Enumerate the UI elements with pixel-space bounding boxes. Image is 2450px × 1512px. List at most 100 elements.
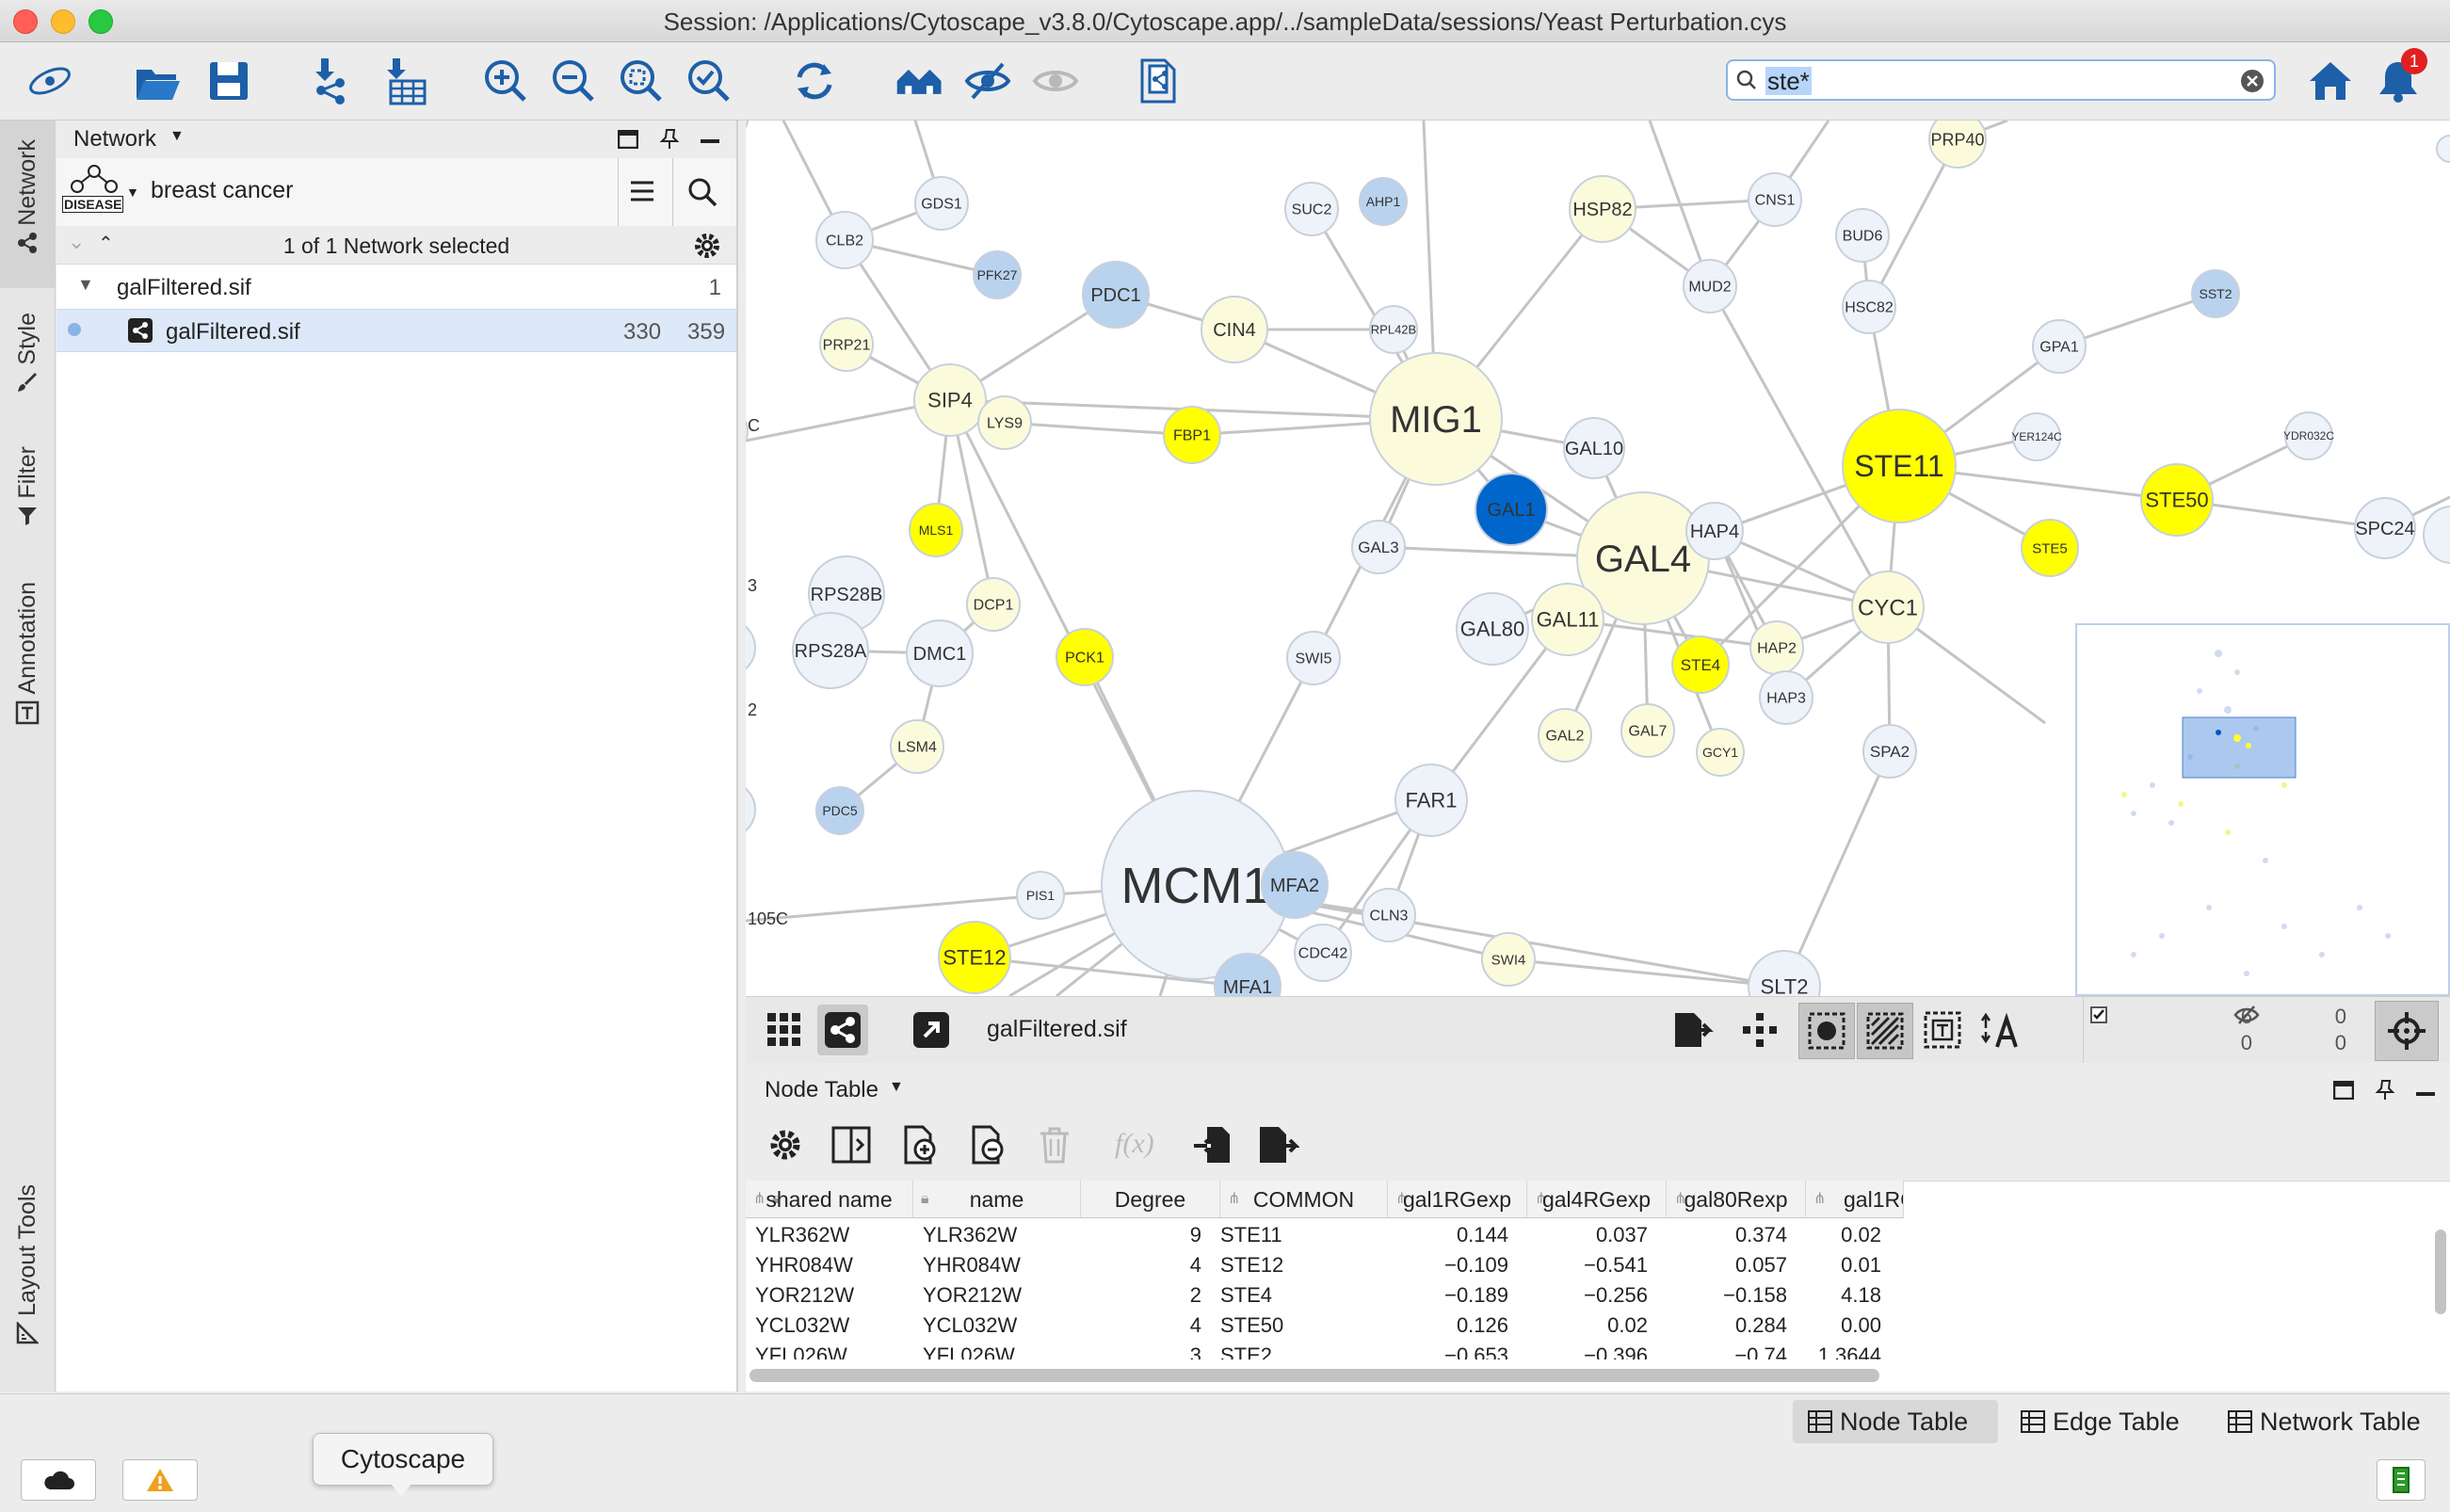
edge-offscreen-11[interactable] — [746, 893, 1041, 923]
node-circle[interactable] — [2284, 411, 2333, 460]
node-ydr032c[interactable]: YDR032C — [2283, 411, 2334, 460]
import-table-file-icon[interactable] — [1188, 1120, 1237, 1169]
import-network-icon[interactable] — [303, 52, 362, 110]
node-spc24[interactable]: SPC24 — [2354, 497, 2416, 559]
home-icon[interactable] — [2301, 52, 2360, 110]
network-graph[interactable]: MIG1GAL4STE11MCM1GAL1GAL11GAL80GAL10GAL3… — [746, 121, 2450, 996]
network-panel-title[interactable]: Network — [73, 126, 157, 152]
edge-SLT2-SWI4[interactable] — [1507, 957, 1785, 989]
node-circle[interactable] — [913, 363, 987, 437]
node-circle[interactable] — [914, 176, 969, 231]
table-cell[interactable]: YHR084W — [923, 1253, 1021, 1277]
tab-filter[interactable]: Filter — [0, 446, 55, 527]
node-gal4[interactable]: GAL4 — [1576, 491, 1710, 625]
node-gcy1[interactable]: GCY1 — [1696, 728, 1745, 777]
column-header-common[interactable]: ⋔ COMMON — [1220, 1181, 1388, 1218]
table-cell[interactable]: YHR084W — [755, 1253, 853, 1277]
node-fbp1[interactable]: FBP1 — [1163, 406, 1221, 464]
pin-table-icon[interactable] — [2375, 1079, 2395, 1102]
node-circle[interactable] — [1835, 208, 1890, 263]
table-cell[interactable]: −0.109 — [1444, 1253, 1508, 1277]
edge-SLT2-SPA2[interactable] — [1782, 750, 1892, 988]
table-cell[interactable]: −0.396 — [1584, 1343, 1648, 1359]
network-query-input[interactable]: breast cancer — [151, 177, 294, 203]
node-circle[interactable] — [1671, 635, 1730, 694]
node-ste12[interactable]: STE12 — [938, 921, 1011, 994]
column-header-gal1rgexp[interactable]: ⋔ gal1RGexp — [1388, 1181, 1527, 1218]
table-cell[interactable]: 0.00 — [1841, 1313, 1881, 1337]
node-circle[interactable] — [977, 395, 1032, 450]
node-partial-0[interactable] — [746, 410, 749, 452]
node-circle[interactable] — [1569, 175, 1636, 243]
export-table-icon[interactable] — [1254, 1120, 1303, 1169]
node-ahp1[interactable]: AHP1 — [1359, 177, 1408, 226]
node-circle[interactable] — [815, 211, 874, 269]
table-cell[interactable]: YCL032W — [923, 1313, 1018, 1337]
table-cell[interactable]: 4 — [1189, 1253, 1201, 1277]
node-mfa1[interactable]: MFA1 — [1214, 953, 1281, 996]
network-settings-gear-icon[interactable] — [693, 232, 721, 260]
table-cell[interactable]: 4.18 — [1841, 1283, 1881, 1307]
table-cell[interactable]: YLR362W — [755, 1223, 850, 1247]
node-circle[interactable] — [1351, 520, 1406, 574]
node-mud2[interactable]: MUD2 — [1683, 259, 1737, 314]
node-lsm4[interactable]: LSM4 — [890, 719, 944, 774]
edge-HSC82-PRP40[interactable] — [1867, 138, 1959, 308]
grid-view-icon[interactable] — [759, 1005, 810, 1055]
node-suc2[interactable]: SUC2 — [1284, 182, 1339, 236]
node-circle[interactable] — [1748, 172, 1802, 227]
node-pdc1[interactable]: PDC1 — [1082, 261, 1150, 329]
node-gds1[interactable]: GDS1 — [914, 176, 969, 231]
column-header-gal4rgexp[interactable]: ⋔ gal4RGexp — [1527, 1181, 1667, 1218]
table-cell[interactable]: 0.374 — [1734, 1223, 1787, 1247]
node-gal11[interactable]: GAL11 — [1531, 583, 1604, 656]
node-cyc1[interactable]: CYC1 — [1851, 571, 1925, 644]
edge-GAL11-FAR1[interactable] — [1429, 619, 1570, 801]
node-circle[interactable] — [1261, 851, 1329, 919]
node-swi5[interactable]: SWI5 — [1286, 631, 1341, 685]
node-circle[interactable] — [938, 921, 1011, 994]
node-rps28b[interactable]: RPS28B — [808, 555, 885, 633]
table-cell[interactable]: 9 — [1189, 1223, 1201, 1247]
open-session-icon[interactable] — [128, 52, 186, 110]
node-circle[interactable] — [906, 619, 974, 687]
table-cell[interactable]: YFL026W — [923, 1343, 1015, 1359]
show-nodes-toggle-icon[interactable] — [1798, 1003, 1855, 1059]
table-settings-gear-icon[interactable] — [761, 1120, 810, 1169]
node-circle[interactable] — [2140, 463, 2214, 537]
node-circle[interactable] — [2191, 269, 2240, 318]
refresh-icon[interactable] — [785, 52, 844, 110]
node-prp21[interactable]: PRP21 — [819, 317, 874, 372]
table-dropdown-icon[interactable]: ▼ — [889, 1079, 904, 1095]
node-circle[interactable] — [1531, 583, 1604, 656]
horizontal-scrollbar[interactable] — [750, 1369, 1879, 1382]
minimize-panel-icon[interactable] — [701, 139, 719, 143]
column-header-gal80rexp[interactable]: ⋔ gal80Rexp — [1667, 1181, 1806, 1218]
edge-GPA1-SST2[interactable] — [2058, 292, 2216, 348]
collapse-all-icon[interactable]: ⌃ — [98, 233, 114, 254]
node-gal2[interactable]: GAL2 — [1538, 708, 1592, 763]
notifications-bell-icon[interactable]: 1 — [2369, 48, 2427, 110]
node-bud6[interactable]: BUD6 — [1835, 208, 1890, 263]
show-annotations-icon[interactable] — [1917, 1005, 1968, 1055]
node-hsp82[interactable]: HSP82 — [1569, 175, 1636, 243]
table-cell[interactable]: 0.01 — [1841, 1253, 1881, 1277]
node-gal10[interactable]: GAL10 — [1563, 417, 1625, 479]
node-gpa1[interactable]: GPA1 — [2032, 319, 2087, 374]
node-circle[interactable] — [1862, 724, 1917, 779]
search-input[interactable]: ste* — [1765, 67, 1812, 95]
table-cell[interactable]: 0.144 — [1456, 1223, 1508, 1247]
edge-LYS9-FBP1[interactable] — [1004, 421, 1193, 437]
node-mls1[interactable]: MLS1 — [909, 503, 963, 557]
node-partial-5[interactable] — [2423, 506, 2450, 564]
create-column-icon[interactable] — [896, 1120, 945, 1169]
node-circle[interactable] — [1294, 924, 1352, 982]
delete-column-icon[interactable] — [964, 1120, 1013, 1169]
node-circle[interactable] — [1284, 182, 1339, 236]
float-table-icon[interactable] — [2333, 1081, 2354, 1100]
node-circle[interactable] — [1369, 352, 1503, 486]
float-panel-icon[interactable] — [618, 130, 638, 149]
